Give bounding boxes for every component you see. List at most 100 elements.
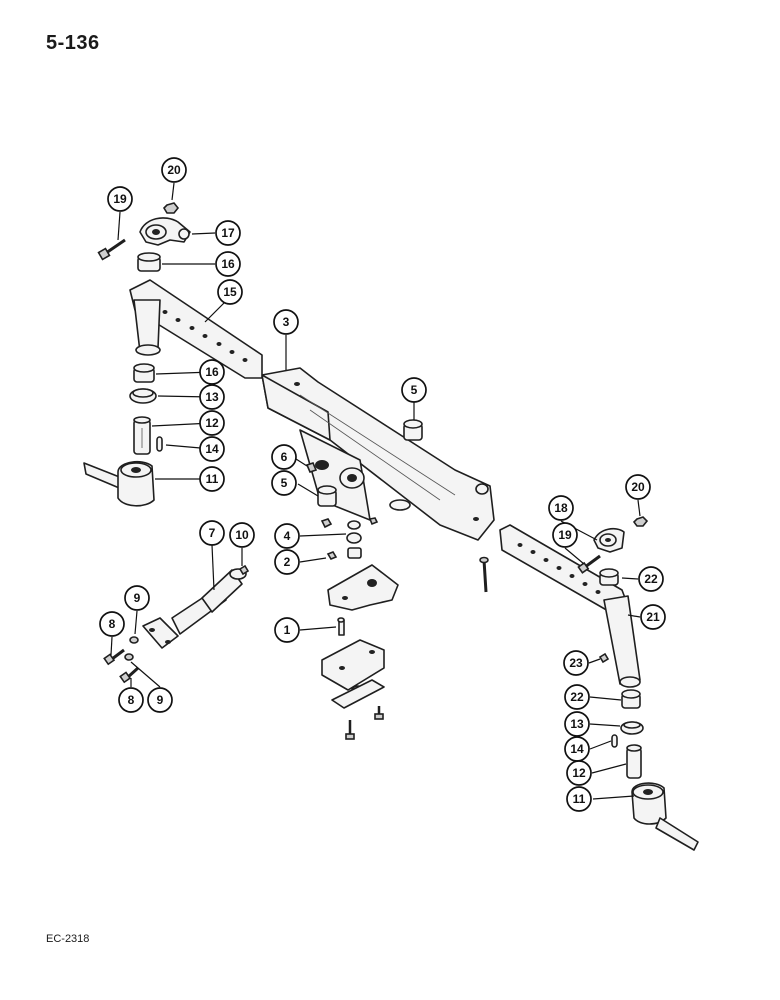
retainer-plate — [331, 679, 385, 709]
svg-text:15: 15 — [223, 285, 237, 299]
callout-3: 3 — [273, 309, 299, 335]
center-bolt — [479, 556, 489, 593]
figure-code: EC-2318 — [46, 933, 90, 945]
pivot-pin-1 — [337, 617, 345, 636]
svg-text:9: 9 — [157, 693, 164, 707]
svg-text:13: 13 — [570, 717, 584, 731]
callout-1: 1 — [274, 617, 300, 643]
callout-16-lower: 16 — [199, 359, 225, 385]
right-king-pin — [626, 744, 642, 779]
svg-text:19: 19 — [558, 528, 572, 542]
svg-text:6: 6 — [281, 450, 288, 464]
pivot-pin-7 — [142, 568, 247, 649]
callout-7: 7 — [199, 520, 225, 546]
callout-13-right: 13 — [564, 711, 590, 737]
svg-text:2: 2 — [284, 555, 291, 569]
callout-15: 15 — [217, 279, 243, 305]
svg-text:13: 13 — [205, 390, 219, 404]
grease-fitting-10 — [238, 564, 250, 576]
callout-10: 10 — [229, 522, 255, 548]
callout-9-lower: 9 — [147, 687, 173, 713]
right-lower-bushing — [621, 689, 641, 709]
svg-text:14: 14 — [205, 442, 219, 456]
svg-text:1: 1 — [284, 623, 291, 637]
callout-11-left: 11 — [199, 466, 225, 492]
grease-fitting-6 — [305, 462, 318, 473]
callout-4: 4 — [274, 523, 300, 549]
left-king-pin — [133, 416, 151, 455]
svg-text:10: 10 — [235, 528, 249, 542]
left-clamp — [139, 217, 191, 246]
thrust-washers — [320, 517, 379, 559]
callout-12-left: 12 — [199, 410, 225, 436]
svg-text:8: 8 — [128, 693, 135, 707]
svg-text:22: 22 — [570, 690, 584, 704]
callout-19-left: 19 — [107, 186, 133, 212]
page-number: 5-136 — [46, 32, 100, 54]
small-fitting-2 — [326, 551, 338, 560]
callout-5-lower: 5 — [271, 470, 297, 496]
svg-text:22: 22 — [644, 572, 658, 586]
right-seal — [620, 721, 644, 735]
svg-text:11: 11 — [206, 472, 219, 486]
bolts-8 — [103, 648, 140, 684]
callout-17: 17 — [215, 220, 241, 246]
left-extension-arm — [129, 279, 263, 379]
svg-text:11: 11 — [573, 792, 586, 806]
svg-text:5: 5 — [411, 383, 418, 397]
left-steering-spindle — [83, 460, 155, 507]
svg-text:7: 7 — [209, 526, 216, 540]
callout-8-upper: 8 — [99, 611, 125, 637]
callout-18: 18 — [548, 495, 574, 521]
lock-washers-9 — [124, 636, 139, 661]
svg-text:20: 20 — [167, 163, 181, 177]
svg-text:3: 3 — [283, 315, 290, 329]
callout-23: 23 — [563, 650, 589, 676]
svg-text:20: 20 — [631, 480, 645, 494]
svg-text:17: 17 — [221, 226, 235, 240]
svg-text:16: 16 — [221, 257, 235, 271]
callout-14-left: 14 — [199, 436, 225, 462]
callout-22-upper: 22 — [638, 566, 664, 592]
svg-text:12: 12 — [572, 766, 586, 780]
svg-text:14: 14 — [570, 742, 584, 756]
left-clamp-nut — [162, 202, 180, 214]
callout-11-right: 11 — [566, 786, 592, 812]
svg-text:4: 4 — [284, 529, 291, 543]
left-upper-bushing — [137, 252, 161, 272]
svg-text:16: 16 — [205, 365, 219, 379]
callout-13-left: 13 — [199, 384, 225, 410]
callout-6: 6 — [271, 444, 297, 470]
left-key — [156, 436, 163, 452]
callout-9-upper: 9 — [124, 585, 150, 611]
callout-2: 2 — [274, 549, 300, 575]
callout-14-right: 14 — [564, 736, 590, 762]
right-key — [611, 734, 618, 748]
right-clamp — [593, 527, 625, 553]
left-seal — [129, 388, 157, 404]
bushing-5-lower — [317, 485, 337, 507]
callout-20-left: 20 — [161, 157, 187, 183]
callout-12-right: 12 — [566, 760, 592, 786]
svg-text:12: 12 — [205, 416, 219, 430]
bushing-5-upper — [403, 419, 423, 441]
svg-text:21: 21 — [646, 610, 660, 624]
right-steering-spindle — [631, 782, 699, 851]
svg-text:8: 8 — [109, 617, 116, 631]
right-extension-arm — [499, 524, 641, 688]
callout-5-upper: 5 — [401, 377, 427, 403]
callout-22-lower: 22 — [564, 684, 590, 710]
callout-8-lower: 8 — [118, 687, 144, 713]
callout-19-right: 19 — [552, 522, 578, 548]
left-lower-bushing — [133, 363, 155, 383]
svg-text:5: 5 — [281, 476, 288, 490]
right-clamp-nut — [632, 516, 649, 527]
grease-fitting-23 — [598, 652, 610, 664]
callout-16-upper: 16 — [215, 251, 241, 277]
right-clamp-bolt — [577, 554, 601, 574]
svg-text:19: 19 — [113, 192, 127, 206]
right-upper-bushing — [599, 568, 619, 586]
pivot-support-bracket — [327, 564, 399, 611]
axle-beam — [261, 367, 495, 541]
